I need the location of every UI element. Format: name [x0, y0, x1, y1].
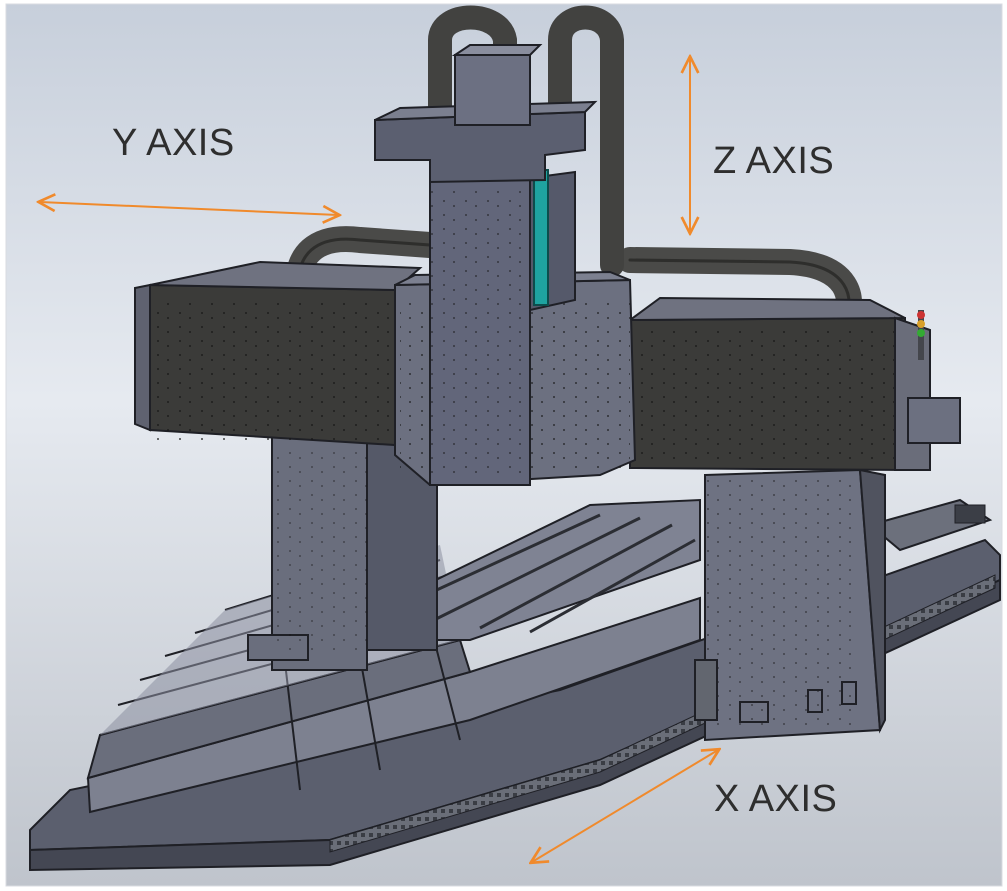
x-axis-label: X AXIS [714, 778, 838, 820]
cross-beam [134, 260, 931, 472]
control-box [907, 310, 961, 444]
signal-light-red [917, 311, 925, 319]
signal-light-green [917, 329, 925, 337]
left-column [247, 434, 438, 671]
signal-light-amber [917, 320, 925, 328]
saddle-and-ram [374, 44, 637, 487]
y-axis-label: Y AXIS [112, 122, 235, 164]
right-column [694, 468, 886, 742]
linear-rail [533, 169, 549, 306]
y-axis-arrow [40, 202, 338, 215]
x-axis-arrow [532, 750, 718, 862]
z-axis-label: Z AXIS [713, 140, 835, 182]
